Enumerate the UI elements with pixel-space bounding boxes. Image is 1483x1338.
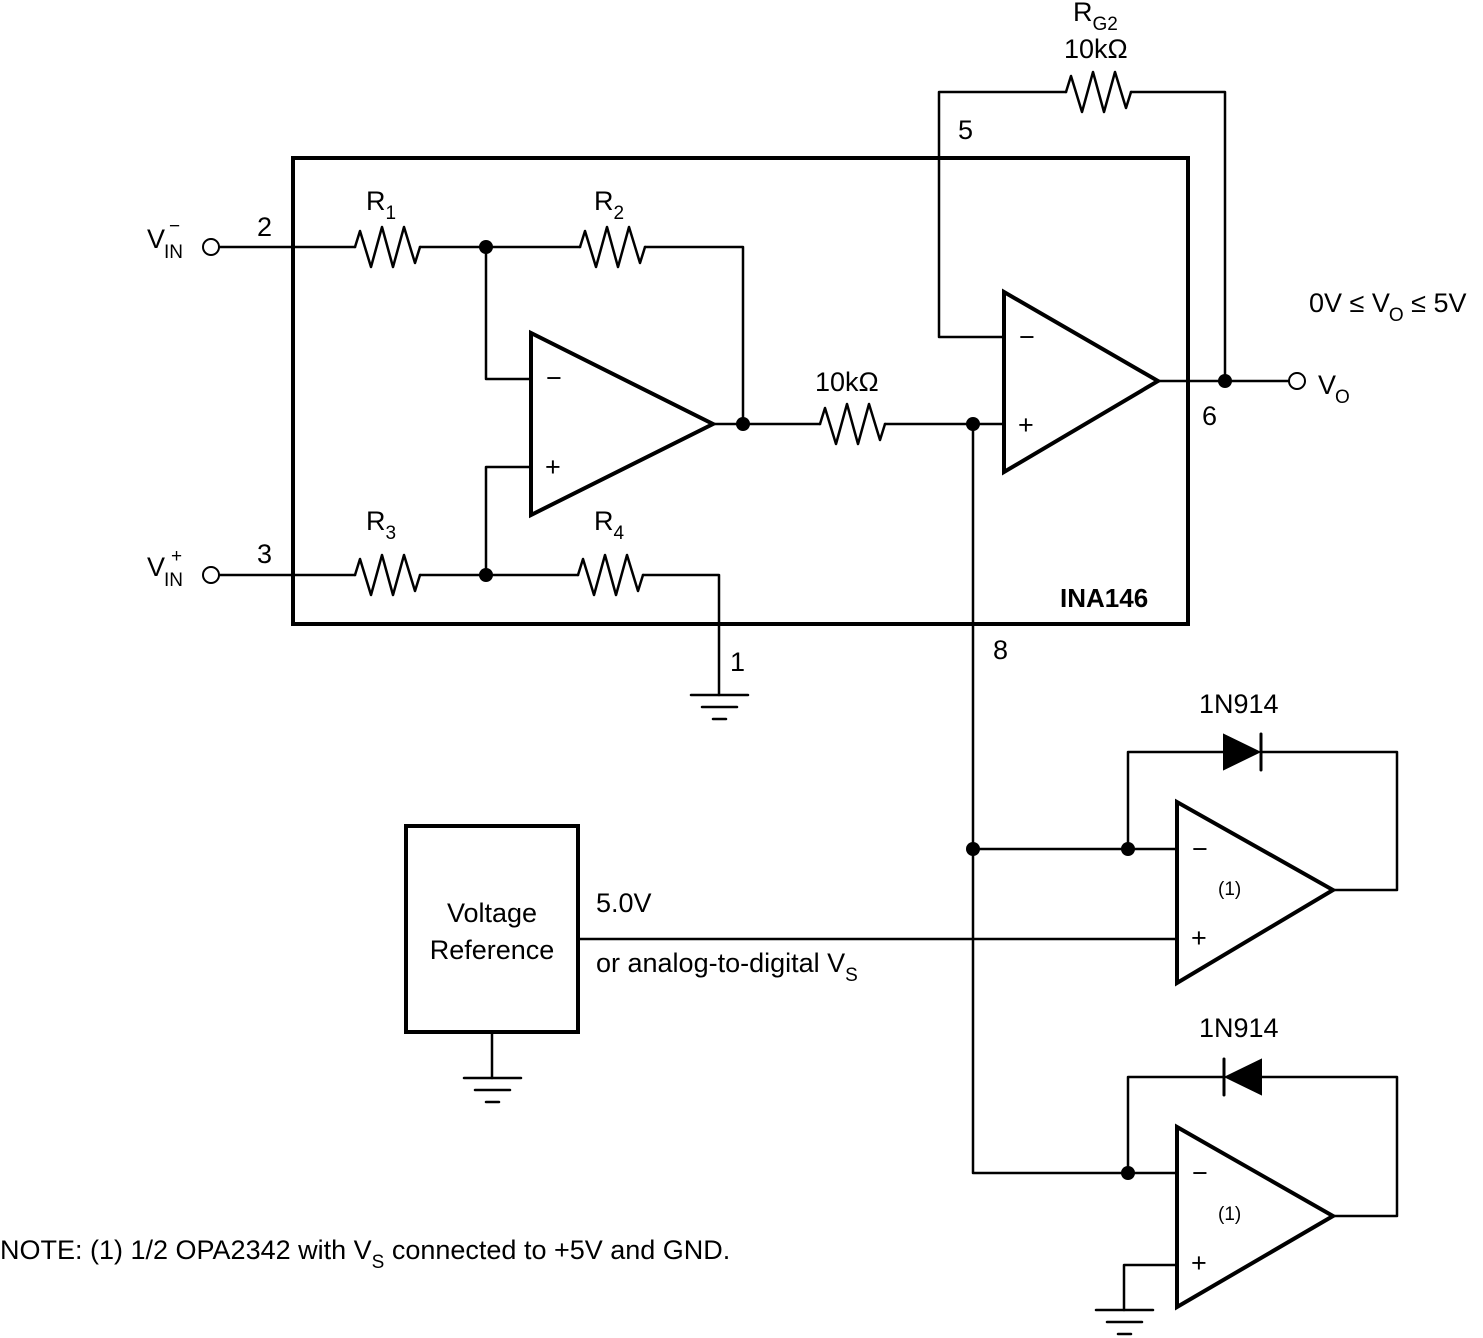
diode-bottom bbox=[1222, 1057, 1262, 1097]
terminal-vin-minus bbox=[202, 238, 220, 256]
resistor-rg2 bbox=[1064, 70, 1133, 114]
pin-8-label: 8 bbox=[993, 635, 1008, 665]
r1-label: R1 bbox=[366, 186, 396, 224]
a2-minus-sign: − bbox=[1019, 322, 1035, 352]
diode-top bbox=[1223, 732, 1263, 772]
a3-plus-sign: + bbox=[1191, 923, 1207, 953]
a4-note-ref: (1) bbox=[1218, 1204, 1241, 1225]
vin-minus-sup: − bbox=[169, 216, 180, 237]
a3-minus-sign: − bbox=[1192, 834, 1208, 864]
ina146-label: INA146 bbox=[1060, 583, 1148, 613]
voltage-reference-box bbox=[404, 824, 580, 1034]
terminal-vo bbox=[1288, 372, 1306, 390]
pin-3-label: 3 bbox=[257, 539, 272, 569]
a1-minus-sign: − bbox=[546, 363, 562, 393]
vin-plus-label: VIN bbox=[147, 552, 183, 591]
a1-plus-sign: + bbox=[545, 452, 561, 482]
resistor-10k-internal bbox=[818, 402, 887, 446]
a2-plus-sign: + bbox=[1018, 410, 1034, 440]
opamp-a3 bbox=[1175, 798, 1337, 987]
resistor-r3 bbox=[353, 553, 422, 597]
reference-line2: Reference bbox=[430, 935, 555, 965]
ground-pin1 bbox=[689, 693, 750, 721]
rg2-value: 10kΩ bbox=[1064, 34, 1128, 64]
junction-dot bbox=[966, 842, 980, 856]
rg2-label: RG2 bbox=[1073, 0, 1118, 35]
r4-label: R4 bbox=[594, 506, 625, 544]
resistor-r2 bbox=[578, 225, 647, 269]
reference-alt-label: or analog-to-digital VS bbox=[596, 948, 858, 986]
diode-top-label: 1N914 bbox=[1199, 689, 1279, 719]
r2-label: R2 bbox=[594, 186, 624, 224]
r3-label: R3 bbox=[366, 506, 396, 544]
junction-dot bbox=[1121, 842, 1135, 856]
opamp-a1 bbox=[529, 329, 718, 519]
junction-dot bbox=[1218, 374, 1232, 388]
a3-note-ref: (1) bbox=[1218, 879, 1241, 900]
junction-dot bbox=[736, 417, 750, 431]
vo-label: VO bbox=[1318, 370, 1350, 408]
ina146-package bbox=[291, 156, 1190, 626]
opamp-a4 bbox=[1175, 1123, 1338, 1311]
resistor-r4 bbox=[576, 553, 645, 597]
output-range-label: 0V ≤ VO ≤ 5V bbox=[1309, 288, 1467, 326]
reference-voltage: 5.0V bbox=[596, 888, 652, 918]
junction-dot bbox=[966, 417, 980, 431]
junction-dot bbox=[1121, 1166, 1135, 1180]
vin-minus-label: VIN bbox=[147, 224, 183, 263]
junction-dot bbox=[479, 240, 493, 254]
diode-bottom-label: 1N914 bbox=[1199, 1013, 1279, 1043]
wires bbox=[217, 90, 1399, 1312]
footnote: NOTE: (1) 1/2 OPA2342 with VS connected … bbox=[0, 1235, 730, 1273]
vin-plus-sup: + bbox=[171, 546, 182, 567]
ground-a4 bbox=[1094, 1308, 1155, 1336]
reference-line1: Voltage bbox=[447, 898, 537, 928]
pin-5-label: 5 bbox=[958, 115, 973, 145]
ground-reference bbox=[462, 1076, 523, 1104]
a4-plus-sign: + bbox=[1191, 1248, 1207, 1278]
pin-2-label: 2 bbox=[257, 212, 272, 242]
resistor-r1 bbox=[353, 225, 422, 269]
pin-1-label: 1 bbox=[730, 647, 745, 677]
pin-6-label: 6 bbox=[1202, 401, 1217, 431]
terminal-vin-plus bbox=[202, 566, 220, 584]
a4-minus-sign: − bbox=[1192, 1158, 1208, 1188]
r-internal-label: 10kΩ bbox=[815, 367, 879, 397]
junction-dot bbox=[479, 568, 493, 582]
opamp-a2 bbox=[1002, 288, 1162, 476]
